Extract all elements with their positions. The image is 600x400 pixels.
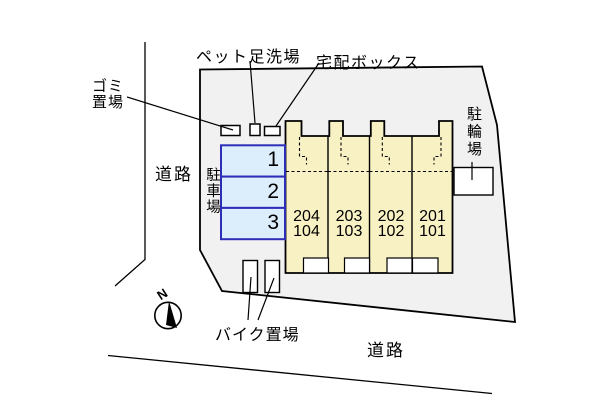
road-left-label: 道路 [155,165,193,184]
unit-upper-number: 202 [377,208,405,225]
garbage-leader-line [126,96,234,131]
garbage-label: ゴミ 置場 [92,79,124,111]
delivery-box-label: 宅配ボックス [316,55,421,72]
unit-label-204-104: 204 104 [285,208,328,240]
delivery-leader-line [275,62,320,127]
porch [343,257,371,274]
parking-space-3 [220,206,286,241]
unit-lower-number: 104 [293,223,320,240]
north-label: N [154,285,170,303]
bicycle-parking-box [453,166,494,196]
road-bottom-line [107,354,493,395]
bike-leader-line-2 [257,277,275,321]
unit-upper-number: 204 [293,208,320,225]
pet-wash-leader-line [249,60,256,124]
unit-upper-number: 201 [419,208,446,225]
porch [386,257,413,274]
garbage-label-line1: ゴミ [92,78,125,95]
unit-lower-number: 103 [335,223,363,240]
upper-floor-dashed-lines [286,137,453,173]
unit-label-202-102: 202 102 [370,208,412,240]
delivery-box [263,125,281,137]
unit-lower-number: 101 [419,223,446,240]
parking-space-number-1: 1 [267,148,279,171]
parking-spaces [220,144,286,241]
bike-spot [264,259,281,294]
entrance-porches [302,257,439,274]
car-parking-label: 駐車場 [204,167,220,215]
pet-wash-label: ペット足洗場 [196,49,302,66]
unit4-stair-dash [433,137,442,165]
porch [411,257,439,274]
unit1-stair-dash [298,137,308,165]
unit-upper-number: 203 [335,208,363,225]
unit-lower-number: 102 [377,223,405,240]
unit3-stair-dash [381,137,390,165]
leader-lines [126,60,473,321]
small-structures [220,123,281,137]
parking-space-number-3: 3 [267,211,279,234]
road-left-line [114,42,146,287]
parking-space-number-2: 2 [267,179,279,203]
compass-needle [166,301,177,328]
unit-label-203-103: 203 103 [328,208,370,240]
pet-wash-box [249,123,261,137]
unit2-stair-dash [340,137,349,165]
motorcycle-spots [242,259,281,294]
parking-space-1 [220,144,286,178]
porch [302,257,330,274]
bike-leader-line-1 [247,276,252,321]
garbage-area-box [220,124,241,137]
road-bottom-label: 道路 [367,341,405,360]
parking-space-2 [220,175,286,209]
bicycle-parking-label: 駐輪場 [465,106,482,159]
bike-storage-label: バイク置場 [215,327,300,344]
north-compass: N [154,285,183,330]
unit-label-201-101: 201 101 [412,208,453,240]
garbage-label-line2: 置場 [92,94,125,111]
